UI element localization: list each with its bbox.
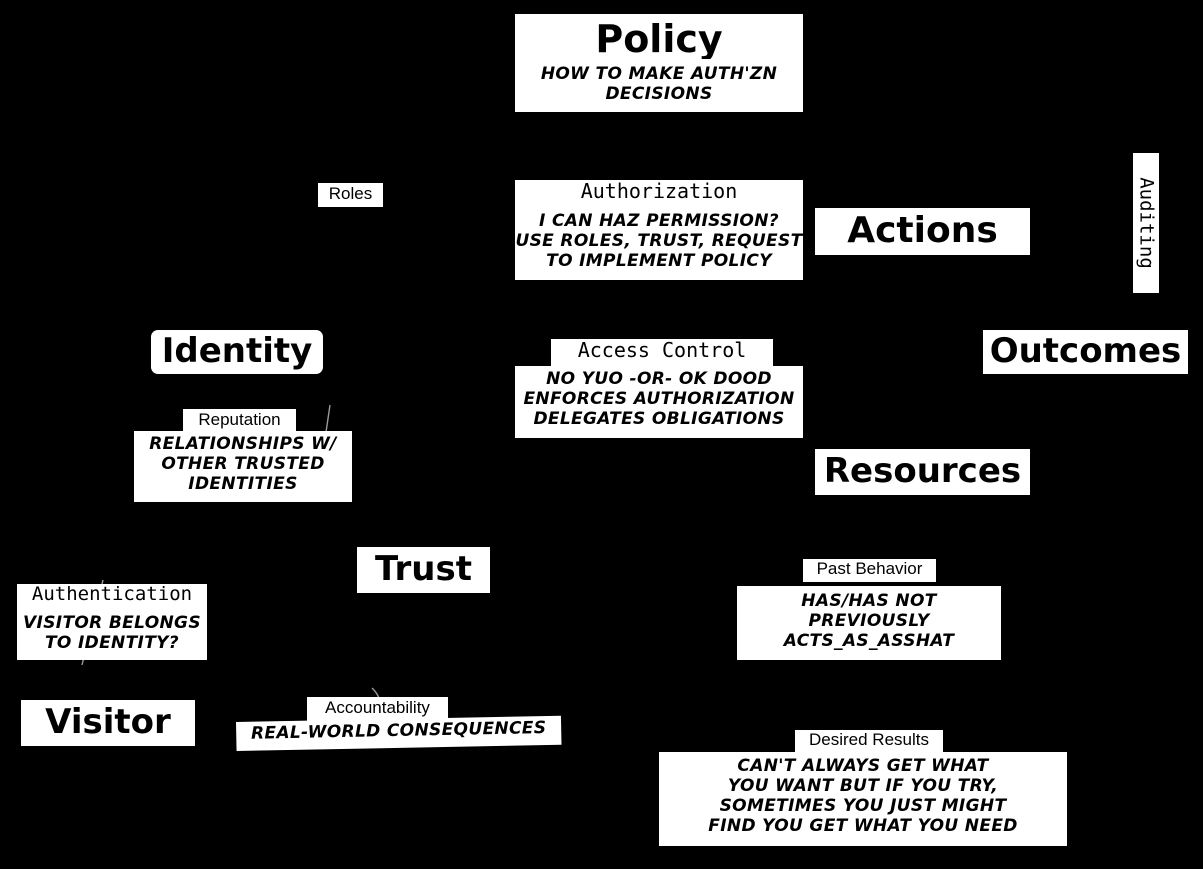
- reputation-body-line: RELATIONSHIPS W/: [149, 434, 337, 454]
- reputation-body: RELATIONSHIPS W/ OTHER TRUSTED IDENTITIE…: [134, 431, 352, 502]
- accountability-body: REAL-WORLD CONSEQUENCES: [236, 715, 562, 751]
- policy-body-line: DECISIONS: [605, 84, 713, 105]
- outcomes-title[interactable]: Outcomes: [983, 330, 1188, 374]
- accountability-body-line: REAL-WORLD CONSEQUENCES: [250, 718, 547, 744]
- desired-results-body: CAN'T ALWAYS GET WHAT YOU WANT BUT IF YO…: [659, 752, 1067, 846]
- policy-body-line: HOW TO MAKE AUTH'ZN: [540, 64, 778, 84]
- authorization-label[interactable]: Authorization: [515, 180, 803, 207]
- past-behavior-body-line: HAS/HAS NOT: [801, 591, 937, 611]
- desired-results-body-line: CAN'T ALWAYS GET WHAT: [737, 756, 989, 776]
- authentication-body-line: TO IDENTITY?: [44, 633, 179, 654]
- authorization-body-line: USE ROLES, TRUST, REQUEST: [515, 231, 803, 252]
- authorization-body-line: TO IMPLEMENT POLICY: [546, 251, 772, 272]
- access-control-body-line: DELEGATES OBLIGATIONS: [533, 409, 785, 430]
- auditing-label: Auditing: [1135, 177, 1158, 269]
- past-behavior-body-line: PREVIOUSLY: [808, 611, 930, 632]
- visitor-title[interactable]: Visitor: [21, 700, 195, 746]
- roles-label[interactable]: Roles: [318, 183, 383, 207]
- access-control-body-line: ENFORCES AUTHORIZATION: [523, 389, 795, 410]
- accountability-label[interactable]: Accountability: [307, 697, 448, 721]
- policy-body: HOW TO MAKE AUTH'ZN DECISIONS: [515, 59, 803, 112]
- trust-title[interactable]: Trust: [357, 547, 490, 593]
- desired-results-body-line: FIND YOU GET WHAT YOU NEED: [708, 816, 1018, 837]
- desired-results-body-line: SOMETIMES YOU JUST MIGHT: [719, 796, 1007, 817]
- reputation-label[interactable]: Reputation: [183, 409, 296, 433]
- desired-results-label[interactable]: Desired Results: [795, 730, 943, 753]
- authorization-body-line: I CAN HAZ PERMISSION?: [539, 211, 779, 231]
- reputation-body-line: IDENTITIES: [188, 474, 298, 495]
- actions-title[interactable]: Actions: [815, 208, 1030, 255]
- resources-title[interactable]: Resources: [815, 449, 1030, 495]
- past-behavior-label[interactable]: Past Behavior: [803, 559, 936, 582]
- access-control-body-line: NO YUO -OR- OK DOOD: [546, 369, 772, 389]
- past-behavior-body-line: ACTS_AS_ASSHAT: [783, 631, 955, 652]
- auditing-card[interactable]: Auditing: [1133, 153, 1159, 293]
- policy-title[interactable]: Policy: [515, 14, 803, 59]
- authentication-body: VISITOR BELONGS TO IDENTITY?: [17, 610, 207, 660]
- desired-results-body-line: YOU WANT BUT IF YOU TRY,: [727, 776, 999, 797]
- access-control-body: NO YUO -OR- OK DOOD ENFORCES AUTHORIZATI…: [515, 366, 803, 438]
- past-behavior-body: HAS/HAS NOT PREVIOUSLY ACTS_AS_ASSHAT: [737, 586, 1001, 660]
- access-control-label[interactable]: Access Control: [551, 339, 773, 366]
- authentication-body-line: VISITOR BELONGS: [23, 613, 201, 633]
- identity-title[interactable]: Identity: [151, 330, 323, 374]
- authorization-body: I CAN HAZ PERMISSION? USE ROLES, TRUST, …: [515, 207, 803, 280]
- authentication-label[interactable]: Authentication: [17, 584, 207, 610]
- reputation-body-line: OTHER TRUSTED: [161, 454, 325, 475]
